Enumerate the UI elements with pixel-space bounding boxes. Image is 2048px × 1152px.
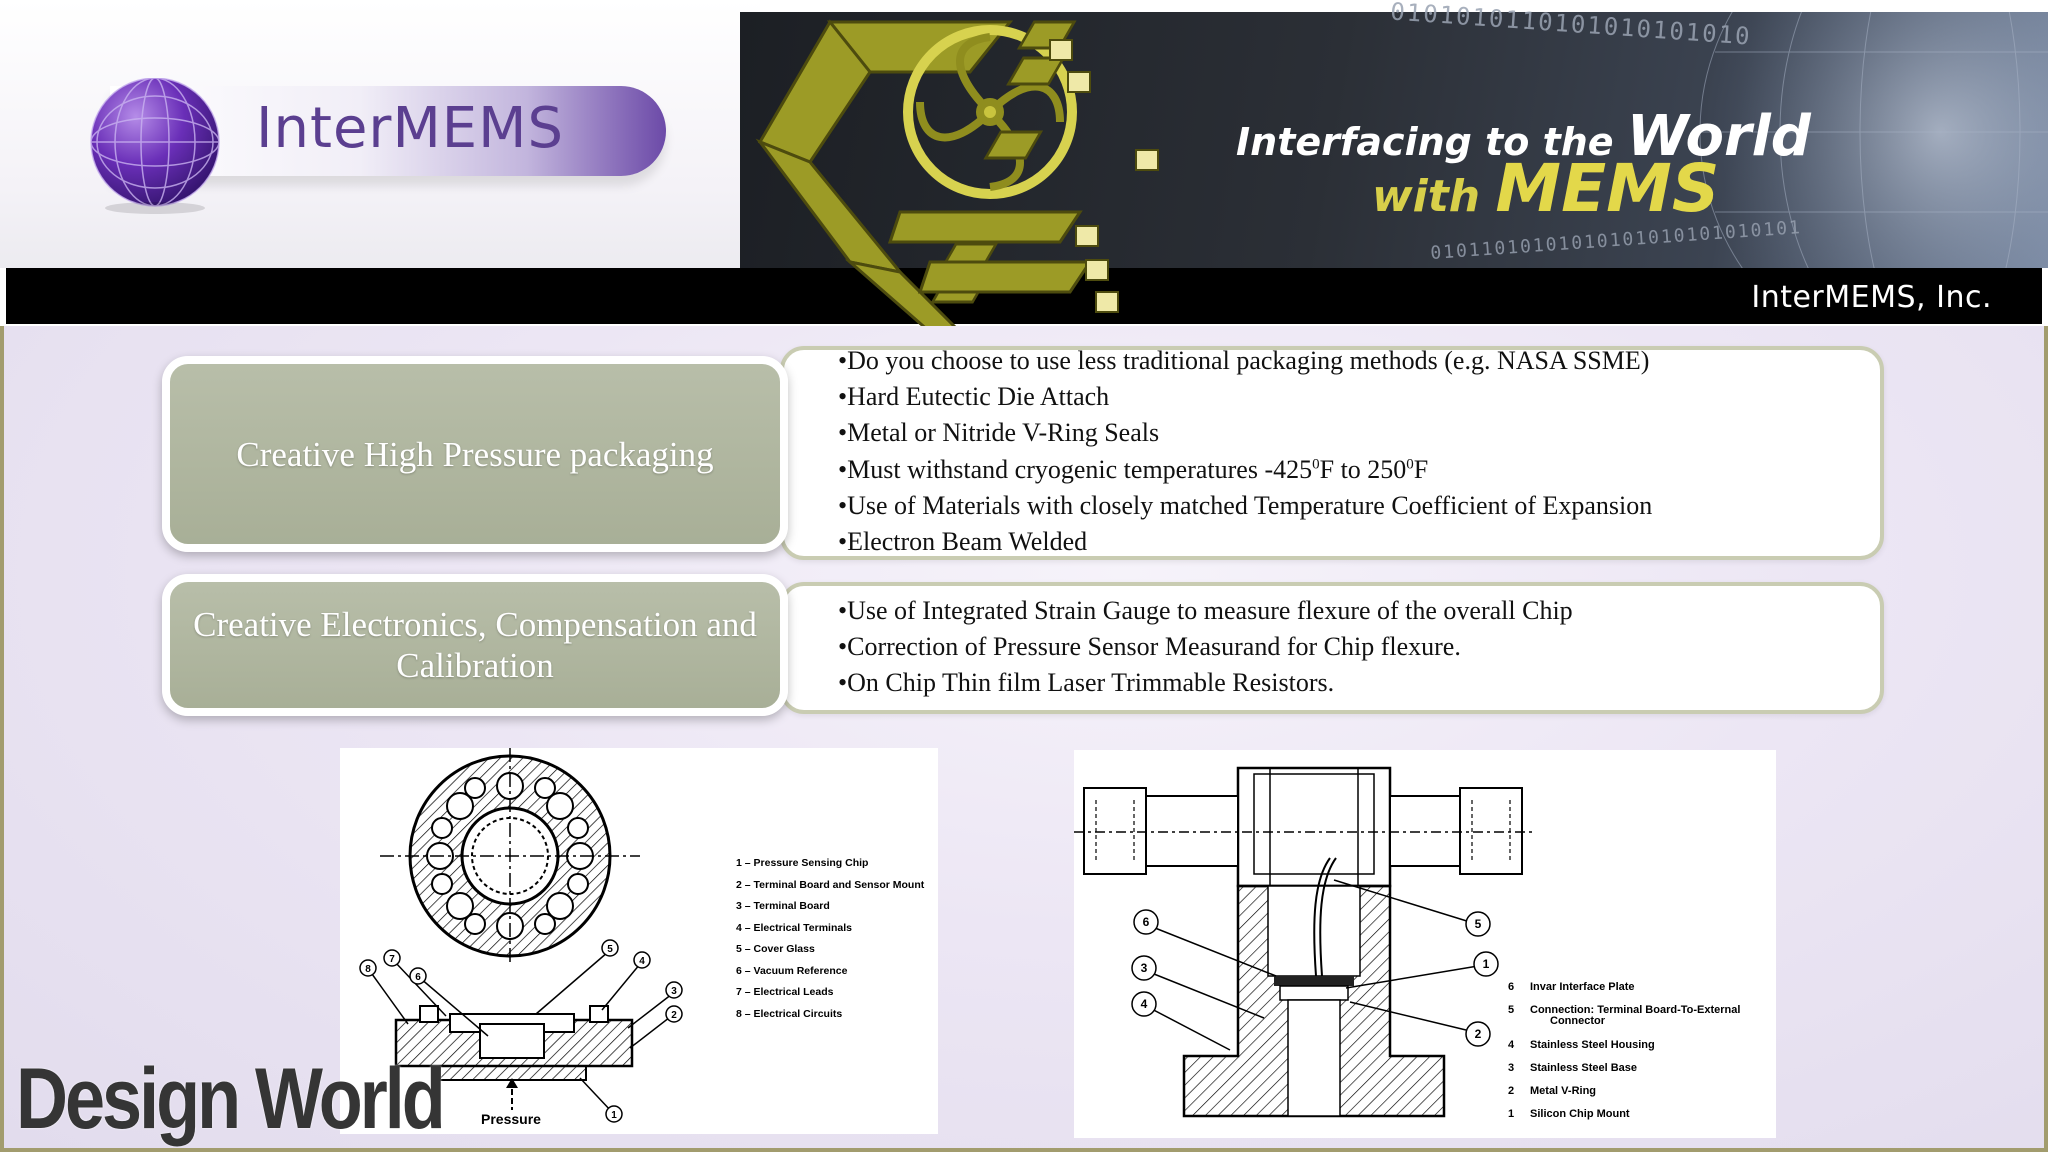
mems-chip-graphic xyxy=(755,19,1159,326)
callout-4: 4 xyxy=(639,956,645,967)
figure2-drawing: 6 5 1 3 4 2 6 Invar Interface Plate 5 Co… xyxy=(1074,766,1740,1120)
legend-item: 8 – Electrical Circuits xyxy=(736,1008,842,1020)
legend-item: 7 – Electrical Leads xyxy=(736,986,834,998)
bullet-item: Use of Integrated Strain Gauge to measur… xyxy=(838,593,1573,629)
legend-num: 3 xyxy=(1508,1062,1514,1074)
temp-sup1: 0 xyxy=(1312,455,1320,472)
legend-item: 3 – Terminal Board xyxy=(736,900,830,912)
legend-item: Connection: Terminal Board-To-External xyxy=(1530,1004,1740,1016)
legend-num: 1 xyxy=(1508,1108,1514,1120)
legend-num: 5 xyxy=(1508,1004,1514,1016)
temp-sup2: 0 xyxy=(1406,455,1414,472)
company-name: InterMEMS, Inc. xyxy=(1751,280,1992,315)
tagline-part2: World xyxy=(1626,104,1811,169)
temp-mid: F to 250 xyxy=(1319,454,1407,484)
legend-item: Metal V-Ring xyxy=(1530,1085,1596,1097)
figure-sensor-cross-section: 8 7 6 5 4 3 2 1 Pressure 1 – Pressure Se… xyxy=(340,748,938,1134)
callout-3: 3 xyxy=(1141,961,1148,975)
callout-5: 5 xyxy=(1475,917,1482,931)
bullet-item: Hard Eutectic Die Attach xyxy=(838,379,1652,415)
legend-item-cont: Connector xyxy=(1550,1015,1606,1027)
callout-8: 8 xyxy=(365,964,371,975)
legend-item: 4 – Electrical Terminals xyxy=(736,922,852,934)
callout-4: 4 xyxy=(1141,997,1148,1011)
tagline-part1: Interfacing to the xyxy=(1236,120,1614,164)
legend-item: Stainless Steel Base xyxy=(1530,1062,1637,1074)
callout-6: 6 xyxy=(415,972,421,983)
callout-2: 2 xyxy=(1475,1027,1482,1041)
globe-graphic xyxy=(1699,12,2048,268)
tagline-line2: with MEMS xyxy=(1372,150,1719,227)
legend-num: 6 xyxy=(1508,981,1514,993)
row2-bullet-list: Use of Integrated Strain Gauge to measur… xyxy=(838,593,1573,702)
tagline-part4: MEMS xyxy=(1495,150,1720,227)
legend-item: 1 – Pressure Sensing Chip xyxy=(736,857,868,869)
bullet-item-temperature: Must withstand cryogenic temperatures -4… xyxy=(838,452,1652,488)
callout-1: 1 xyxy=(611,1110,617,1121)
tagline-line1: Interfacing to the World xyxy=(1236,104,1811,169)
bullet-item: On Chip Thin film Laser Trimmable Resist… xyxy=(838,665,1573,701)
callout-2: 2 xyxy=(671,1010,677,1021)
legend-num: 2 xyxy=(1508,1085,1514,1097)
row1-label: Creative High Pressure packaging xyxy=(162,356,788,552)
legend-item: Silicon Chip Mount xyxy=(1530,1108,1630,1120)
globe-logo-icon xyxy=(90,78,220,214)
legend-item: 2 – Terminal Board and Sensor Mount xyxy=(736,879,925,891)
bullet-item: Do you choose to use less traditional pa… xyxy=(838,343,1652,379)
callout-6: 6 xyxy=(1143,915,1150,929)
legend-item: 6 – Vacuum Reference xyxy=(736,965,848,977)
bullet-item: Use of Materials with closely matched Te… xyxy=(838,488,1652,524)
row1-bullet-list: Do you choose to use less traditional pa… xyxy=(838,343,1652,560)
temp-prefix: Must withstand cryogenic temperatures -4… xyxy=(847,454,1313,484)
pressure-label: Pressure xyxy=(481,1111,541,1127)
logo-text: InterMEMS xyxy=(256,96,565,161)
callout-7: 7 xyxy=(389,954,395,965)
legend-item: Invar Interface Plate xyxy=(1530,981,1635,993)
header-banner: InterMEMS xyxy=(0,0,2048,326)
legend-item: Stainless Steel Housing xyxy=(1530,1039,1655,1051)
figure1-drawing: 8 7 6 5 4 3 2 1 Pressure 1 – Pressure Se… xyxy=(359,748,925,1127)
callout-5: 5 xyxy=(607,944,613,955)
bullet-item: Electron Beam Welded xyxy=(838,524,1652,560)
design-world-watermark: Design World xyxy=(16,1051,446,1148)
temp-suffix: F xyxy=(1413,454,1429,484)
callout-1: 1 xyxy=(1483,957,1490,971)
bullet-item: Correction of Pressure Sensor Measurand … xyxy=(838,629,1573,665)
figure-sensor-housing: 6 5 1 3 4 2 6 Invar Interface Plate 5 Co… xyxy=(1074,750,1776,1138)
callout-3: 3 xyxy=(671,986,677,997)
legend-item: 5 – Cover Glass xyxy=(736,943,815,955)
bullet-item: Metal or Nitride V-Ring Seals xyxy=(838,415,1652,451)
legend-num: 4 xyxy=(1508,1039,1515,1051)
row2-label: Creative Electronics, Compensation and C… xyxy=(162,574,788,716)
tagline-part3: with xyxy=(1372,171,1481,222)
